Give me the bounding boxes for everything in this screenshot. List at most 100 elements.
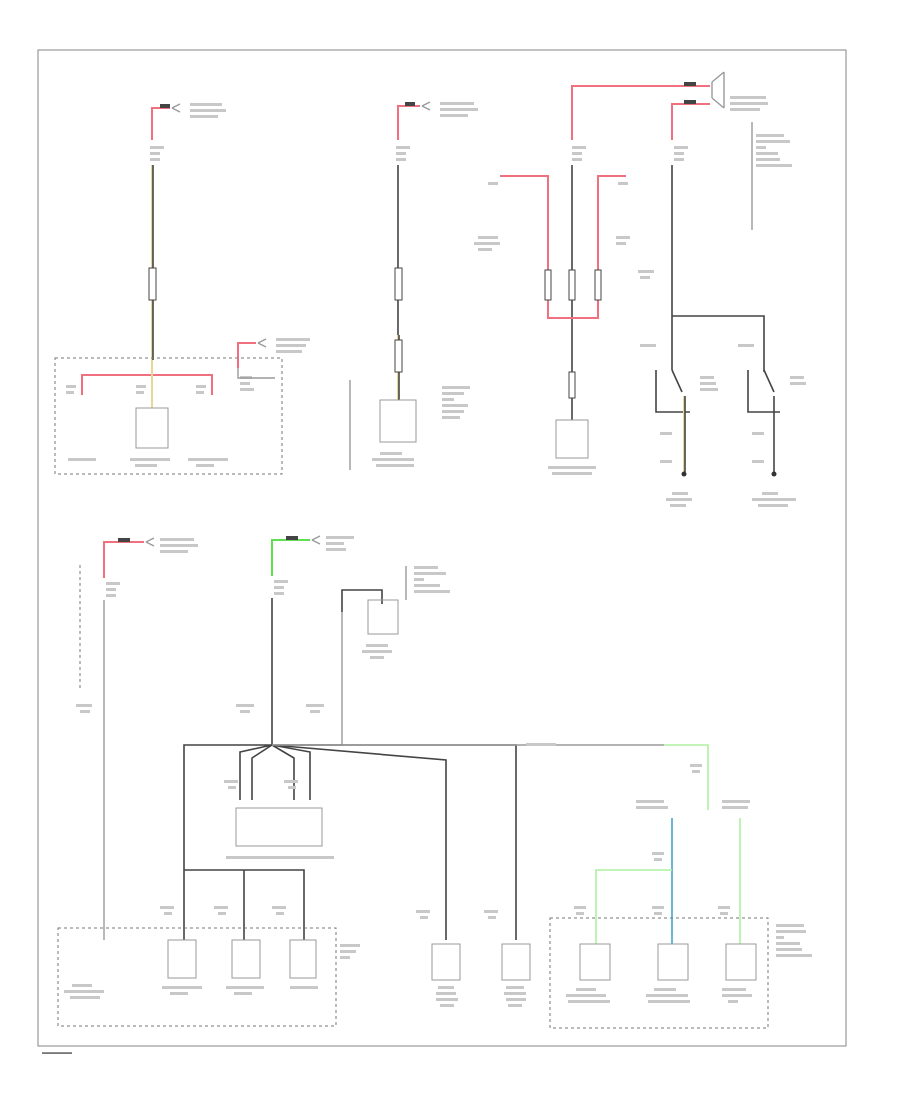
- wire-red: [572, 175, 626, 319]
- wire-label: [526, 743, 556, 746]
- sensor-component: [501, 943, 531, 981]
- text-block: [730, 96, 768, 111]
- compressor-control-relay: [235, 807, 323, 847]
- upper-right-circuit: [474, 71, 806, 507]
- wire-red: [571, 85, 710, 140]
- wire-black: [341, 589, 383, 612]
- text-block: [340, 944, 360, 959]
- text-block: [326, 536, 354, 551]
- diagram-frame: [37, 49, 847, 1047]
- wire-red: [151, 107, 170, 140]
- wire-red: [671, 103, 710, 140]
- ground-point: [681, 471, 687, 477]
- relay-wire-labels: [160, 906, 498, 919]
- compressor-control-component: [555, 419, 589, 459]
- relay-names: [68, 458, 228, 467]
- ground-point: [771, 471, 777, 477]
- wire-label: [640, 344, 656, 347]
- component-name: [362, 644, 392, 659]
- wire-green: [664, 744, 709, 810]
- wire-red: [397, 105, 420, 140]
- lower-right-circuit: [549, 800, 812, 1029]
- switch-box: [655, 369, 690, 413]
- wire-label: [574, 906, 586, 909]
- wire-label: [618, 182, 628, 185]
- fuse-label: [572, 146, 586, 161]
- wire-label: [638, 270, 654, 273]
- wire-black: [184, 869, 305, 940]
- relay-component: [167, 939, 197, 979]
- wire-label: [738, 344, 754, 347]
- wire-label: [652, 852, 664, 855]
- connector: [568, 371, 576, 399]
- wire-label: [118, 538, 130, 542]
- fuse-label: [674, 146, 688, 161]
- wire-label: [652, 906, 664, 909]
- wire-gray: [672, 315, 765, 372]
- wire-label: [660, 432, 672, 435]
- fuse-symbol: [171, 103, 181, 113]
- text-block: [440, 102, 478, 117]
- wire-label: [720, 912, 728, 915]
- page-mark: ▬▬▬▬▬: [42, 1050, 72, 1056]
- component-name: [548, 466, 596, 475]
- sensor-component: [579, 943, 611, 981]
- relay-component: [289, 939, 317, 979]
- text-block: [636, 800, 750, 809]
- wire-label: [690, 764, 702, 767]
- wire-label: [76, 704, 92, 707]
- upper-middle-circuit: [349, 101, 478, 470]
- component-name: [436, 986, 526, 1007]
- lower-relay-box: [57, 927, 337, 1027]
- wire-label: [752, 432, 764, 435]
- component-name: [566, 988, 752, 1003]
- switch-labels: [700, 376, 806, 391]
- fuse-label: [150, 146, 164, 161]
- component-name: [666, 492, 796, 507]
- splice-hub: [183, 744, 517, 940]
- wire-green: [271, 539, 310, 576]
- fuse-symbol: [145, 537, 155, 547]
- relay-names: [64, 984, 318, 999]
- relay-component: [135, 407, 169, 449]
- wire-label: [286, 536, 298, 540]
- wire-label: [306, 704, 324, 707]
- connector: [148, 267, 157, 301]
- wire-label: [684, 82, 696, 86]
- relay-component: [231, 939, 261, 979]
- component-name: [226, 856, 334, 859]
- fuse-label: [106, 582, 120, 597]
- connector: [568, 269, 576, 301]
- wire-label: [718, 906, 730, 909]
- wire-red: [81, 374, 213, 395]
- connector: [544, 269, 552, 301]
- relay-box: [54, 357, 283, 475]
- fuse-symbol: [421, 101, 431, 111]
- wire-label: [684, 100, 696, 104]
- wire-label: [692, 770, 700, 773]
- blower-motor-component: [367, 599, 399, 635]
- relay-labels: [66, 385, 206, 394]
- wire-label: [236, 704, 254, 707]
- relay-wire-labels: [224, 780, 298, 789]
- sensor-component: [431, 943, 461, 981]
- lower-left-circuit: [76, 537, 198, 940]
- fuse-symbol: [311, 535, 321, 545]
- switch-box: [747, 369, 780, 413]
- connector: [394, 339, 403, 373]
- wire-green: [595, 869, 672, 944]
- text-block: [474, 236, 500, 251]
- fuse-label: [274, 580, 288, 595]
- text-block: [160, 538, 198, 553]
- wire-label: [660, 460, 672, 463]
- wire-label: [752, 460, 764, 463]
- fuse-symbol: [711, 71, 725, 109]
- text-block: [442, 386, 470, 419]
- text-block: [756, 134, 792, 167]
- fuse-label: [396, 146, 410, 161]
- text-block: [776, 924, 812, 957]
- wire-label: [405, 102, 415, 106]
- connector: [594, 269, 602, 301]
- wire-gray: [237, 368, 275, 379]
